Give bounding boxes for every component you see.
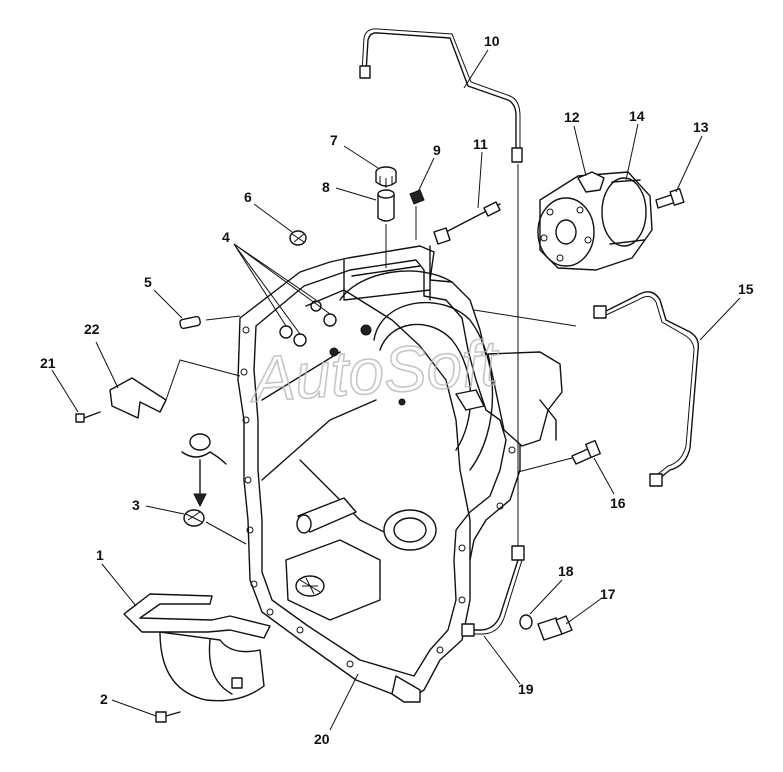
shield-1-tab [231, 677, 243, 689]
o-ring-4e [329, 347, 339, 357]
gear-teeth [299, 577, 321, 595]
callout-22: 22 [84, 321, 100, 337]
bracket-22 [109, 377, 167, 419]
oil-pipe-15 [593, 291, 700, 487]
callout-17: 17 [600, 586, 616, 602]
leader-lines [51, 49, 741, 731]
callout-3: 3 [132, 497, 140, 513]
sensor-11-plug [483, 201, 501, 217]
pipe-19-fitting-top [511, 545, 525, 561]
pipe-19-fitting-bottom [461, 623, 475, 637]
gasket-strip [305, 289, 471, 561]
shield-1-fold [208, 639, 233, 695]
pipe-10-inner [361, 28, 521, 150]
bottom-lug [391, 675, 421, 703]
lower-channel [285, 539, 381, 621]
callout-11: 11 [473, 136, 488, 152]
callout-5: 5 [144, 274, 152, 290]
rib-2 [261, 351, 341, 401]
housing-flange-inner [253, 259, 507, 677]
callout-19: 19 [518, 681, 534, 697]
pipe-15-inner [603, 296, 695, 475]
plug-3-oring [189, 433, 211, 451]
pipe-15-outer [603, 291, 700, 479]
callout-9: 9 [433, 142, 441, 158]
bearing-bore [393, 517, 427, 543]
sensor-17 [537, 615, 573, 641]
heat-shield-1 [123, 593, 271, 702]
o-ring-4c [310, 300, 322, 312]
callout-21: 21 [40, 355, 56, 371]
sleeve-8 [377, 189, 395, 222]
plug-3-brace [181, 451, 227, 465]
dowel-boss [360, 324, 372, 336]
pipe-15-fitting-b [649, 473, 663, 487]
screw-2 [155, 711, 181, 723]
bracket-edge [539, 399, 557, 441]
flange-bolt-holes [240, 326, 516, 692]
pipe-10-outer [365, 32, 517, 151]
pump-assembly [537, 171, 685, 271]
shield-1-body [159, 631, 265, 702]
pipe-10-fitting-bottom [511, 147, 523, 163]
pump-face [537, 197, 595, 267]
pump-center [555, 219, 577, 245]
pump-cover-14 [601, 177, 647, 247]
oil-pipe-19 [461, 545, 525, 637]
bolt-16-dash [517, 457, 573, 473]
pipe-15-fitting-a [593, 305, 607, 319]
shaft-end [296, 514, 312, 534]
pump-lug [577, 171, 605, 193]
callout-7: 7 [330, 132, 338, 148]
transmission-housing [237, 245, 563, 703]
bearing-boss [383, 509, 437, 551]
small-plug [398, 398, 406, 406]
drain-plug-3 [181, 433, 227, 527]
plug-3-dash [205, 521, 247, 545]
pin-5-dash [205, 315, 241, 321]
callout-4: 4 [222, 229, 230, 245]
callout-13: 13 [693, 119, 709, 135]
callout-18: 18 [558, 563, 574, 579]
bell-arc [373, 301, 494, 471]
bell-top [339, 270, 453, 301]
pump-cover-rim [609, 179, 645, 245]
sensor-11-body [433, 227, 451, 245]
pump-leader-dash [473, 309, 577, 327]
plug-9 [409, 189, 425, 205]
rib-1 [261, 399, 377, 481]
tower-rib [351, 265, 421, 277]
callout-8: 8 [322, 179, 330, 195]
pipe-19-outer [469, 559, 519, 631]
o-ring-18 [519, 614, 533, 630]
screw-21 [75, 411, 101, 423]
callout-labels: 1 2 3 4 5 6 7 8 9 10 11 12 13 14 15 16 1… [40, 33, 754, 747]
plug-3-arrow-head [193, 493, 207, 508]
callout-10: 10 [484, 33, 500, 49]
callout-12: 12 [564, 109, 580, 125]
plug-6 [289, 230, 307, 246]
pipe-19-inner [470, 559, 523, 635]
shield-1-top [123, 593, 271, 639]
callout-16: 16 [610, 495, 626, 511]
side-port [455, 389, 485, 411]
oil-pipe-10 [359, 28, 523, 548]
bolt-16 [571, 439, 601, 465]
callout-1: 1 [96, 547, 104, 563]
callout-14: 14 [629, 108, 645, 124]
callout-20: 20 [314, 731, 330, 747]
bracket-22-dash [165, 359, 241, 401]
sensor-11 [433, 201, 501, 245]
callout-15: 15 [738, 281, 754, 297]
pin-5 [179, 315, 201, 330]
bell-arc-inner [379, 323, 472, 451]
callout-2: 2 [100, 691, 108, 707]
callout-6: 6 [244, 189, 252, 205]
cap-7 [375, 166, 397, 188]
bolt-13-head [669, 188, 685, 206]
pipe-10-fitting-top [359, 65, 371, 79]
